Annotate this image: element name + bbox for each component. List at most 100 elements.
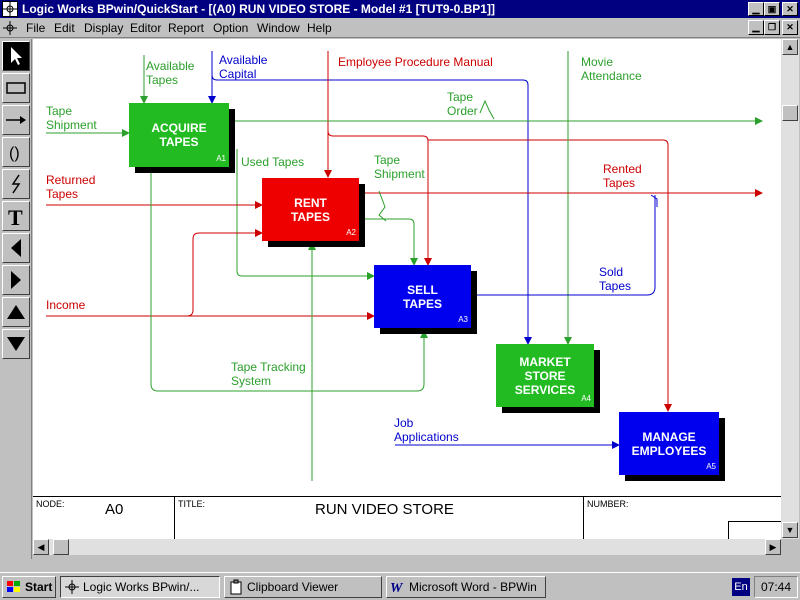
- task-bpwin[interactable]: Logic Works BPwin/...: [60, 576, 220, 598]
- toolbox: () T: [0, 39, 32, 559]
- start-button[interactable]: Start: [2, 576, 56, 598]
- squiggle-tape-order: [479, 99, 495, 120]
- menu-file[interactable]: File: [26, 21, 46, 35]
- triangle-left-icon: [11, 239, 21, 257]
- document-icon[interactable]: [2, 20, 18, 36]
- box-id: A3: [458, 315, 468, 324]
- diagram-footer: NODE: A0 TITLE: RUN VIDEO STORE NUMBER:: [33, 496, 781, 539]
- vertical-scrollbar[interactable]: ▲ ▼: [781, 39, 799, 539]
- arrow-tape-tracking-loop: [150, 169, 428, 392]
- box-tool[interactable]: [2, 73, 30, 103]
- vertical-scroll-thumb[interactable]: [782, 105, 798, 121]
- menu-report[interactable]: Report: [168, 21, 205, 35]
- task-clipboard-viewer[interactable]: Clipboard Viewer: [224, 576, 382, 598]
- task-microsoft-word[interactable]: W Microsoft Word - BPWin: [386, 576, 546, 598]
- app-icon[interactable]: [2, 1, 18, 17]
- text-tool[interactable]: T: [2, 201, 30, 231]
- horizontal-scroll-thumb[interactable]: [53, 539, 69, 555]
- bpwin-icon: [65, 580, 79, 594]
- footer-corner-cell: [728, 521, 781, 539]
- menu-editor[interactable]: Editor: [130, 21, 162, 35]
- go-forward-tool[interactable]: [2, 265, 30, 295]
- node-value: A0: [105, 501, 124, 518]
- task-label: Microsoft Word - BPWin: [409, 580, 537, 594]
- arrow-used-tapes: [236, 149, 375, 280]
- menu-option[interactable]: Option: [213, 21, 249, 35]
- go-back-tool[interactable]: [2, 233, 30, 263]
- start-label: Start: [25, 580, 53, 594]
- menu-window[interactable]: Window: [257, 21, 300, 35]
- box-label: ACQUIRE: [151, 121, 207, 135]
- close-button[interactable]: ✕: [782, 2, 798, 16]
- horizontal-scrollbar[interactable]: ◀ ▶: [33, 539, 781, 555]
- task-label: Logic Works BPwin/...: [83, 580, 200, 594]
- box-label: SERVICES: [514, 382, 576, 397]
- arrow-epm-to-a5: [428, 139, 672, 412]
- menu-display[interactable]: Display: [84, 21, 124, 35]
- label-employee-procedure-manual[interactable]: Employee Procedure Manual: [338, 55, 493, 69]
- triangle-up-icon: [7, 305, 25, 319]
- box-label: MARKET: [519, 354, 571, 369]
- node-label: NODE:: [36, 499, 65, 509]
- go-down-tool[interactable]: [2, 329, 30, 359]
- scroll-right-button[interactable]: ▶: [765, 539, 781, 555]
- maximize-button[interactable]: ▣: [764, 2, 780, 16]
- box-icon: [6, 82, 26, 94]
- scroll-left-button[interactable]: ◀: [33, 539, 49, 555]
- go-up-tool[interactable]: [2, 297, 30, 327]
- word-icon: W: [390, 581, 404, 595]
- box-label: TAPES: [159, 135, 199, 149]
- squiggle-tool[interactable]: [2, 169, 30, 199]
- label-income[interactable]: Income: [46, 298, 86, 312]
- task-label: Clipboard Viewer: [247, 580, 339, 594]
- window-title: Logic Works BPwin/QuickStart - [(A0) RUN…: [22, 2, 495, 16]
- clipboard-icon: [230, 579, 242, 595]
- box-id: A4: [581, 394, 591, 403]
- doc-close-button[interactable]: ✕: [782, 20, 798, 35]
- menu-edit[interactable]: Edit: [54, 21, 75, 35]
- box-label: SELL: [407, 282, 438, 297]
- arrow-income-branch: [186, 229, 263, 317]
- title-bar[interactable]: Logic Works BPwin/QuickStart - [(A0) RUN…: [0, 0, 800, 18]
- squiggle-rented-tapes: [650, 194, 658, 207]
- footer-number-cell: NUMBER:: [584, 497, 781, 539]
- doc-restore-button[interactable]: ❐: [764, 20, 780, 35]
- language-indicator[interactable]: En: [732, 578, 750, 596]
- triangle-right-icon: [11, 271, 21, 289]
- scroll-up-button[interactable]: ▲: [782, 39, 798, 55]
- clock[interactable]: 07:44: [761, 580, 792, 594]
- arrow-capital-to-a4: [211, 74, 532, 345]
- arrow-icon: [6, 116, 26, 124]
- tunnel-tool[interactable]: (): [2, 137, 30, 167]
- arrow-tape-shipment-mid: [363, 218, 418, 266]
- minimize-button[interactable]: ▁: [748, 2, 764, 16]
- pointer-tool[interactable]: [2, 41, 30, 71]
- arrow-tool[interactable]: [2, 105, 30, 135]
- scroll-down-button[interactable]: ▼: [782, 522, 798, 538]
- doc-minimize-button[interactable]: ▁: [748, 20, 764, 35]
- menu-help[interactable]: Help: [307, 21, 332, 35]
- scroll-corner: [781, 539, 799, 555]
- text-icon: T: [8, 205, 23, 227]
- windows-logo-icon: [7, 581, 20, 592]
- label-used-tapes[interactable]: Used Tapes: [241, 155, 305, 169]
- number-label: NUMBER:: [587, 499, 629, 509]
